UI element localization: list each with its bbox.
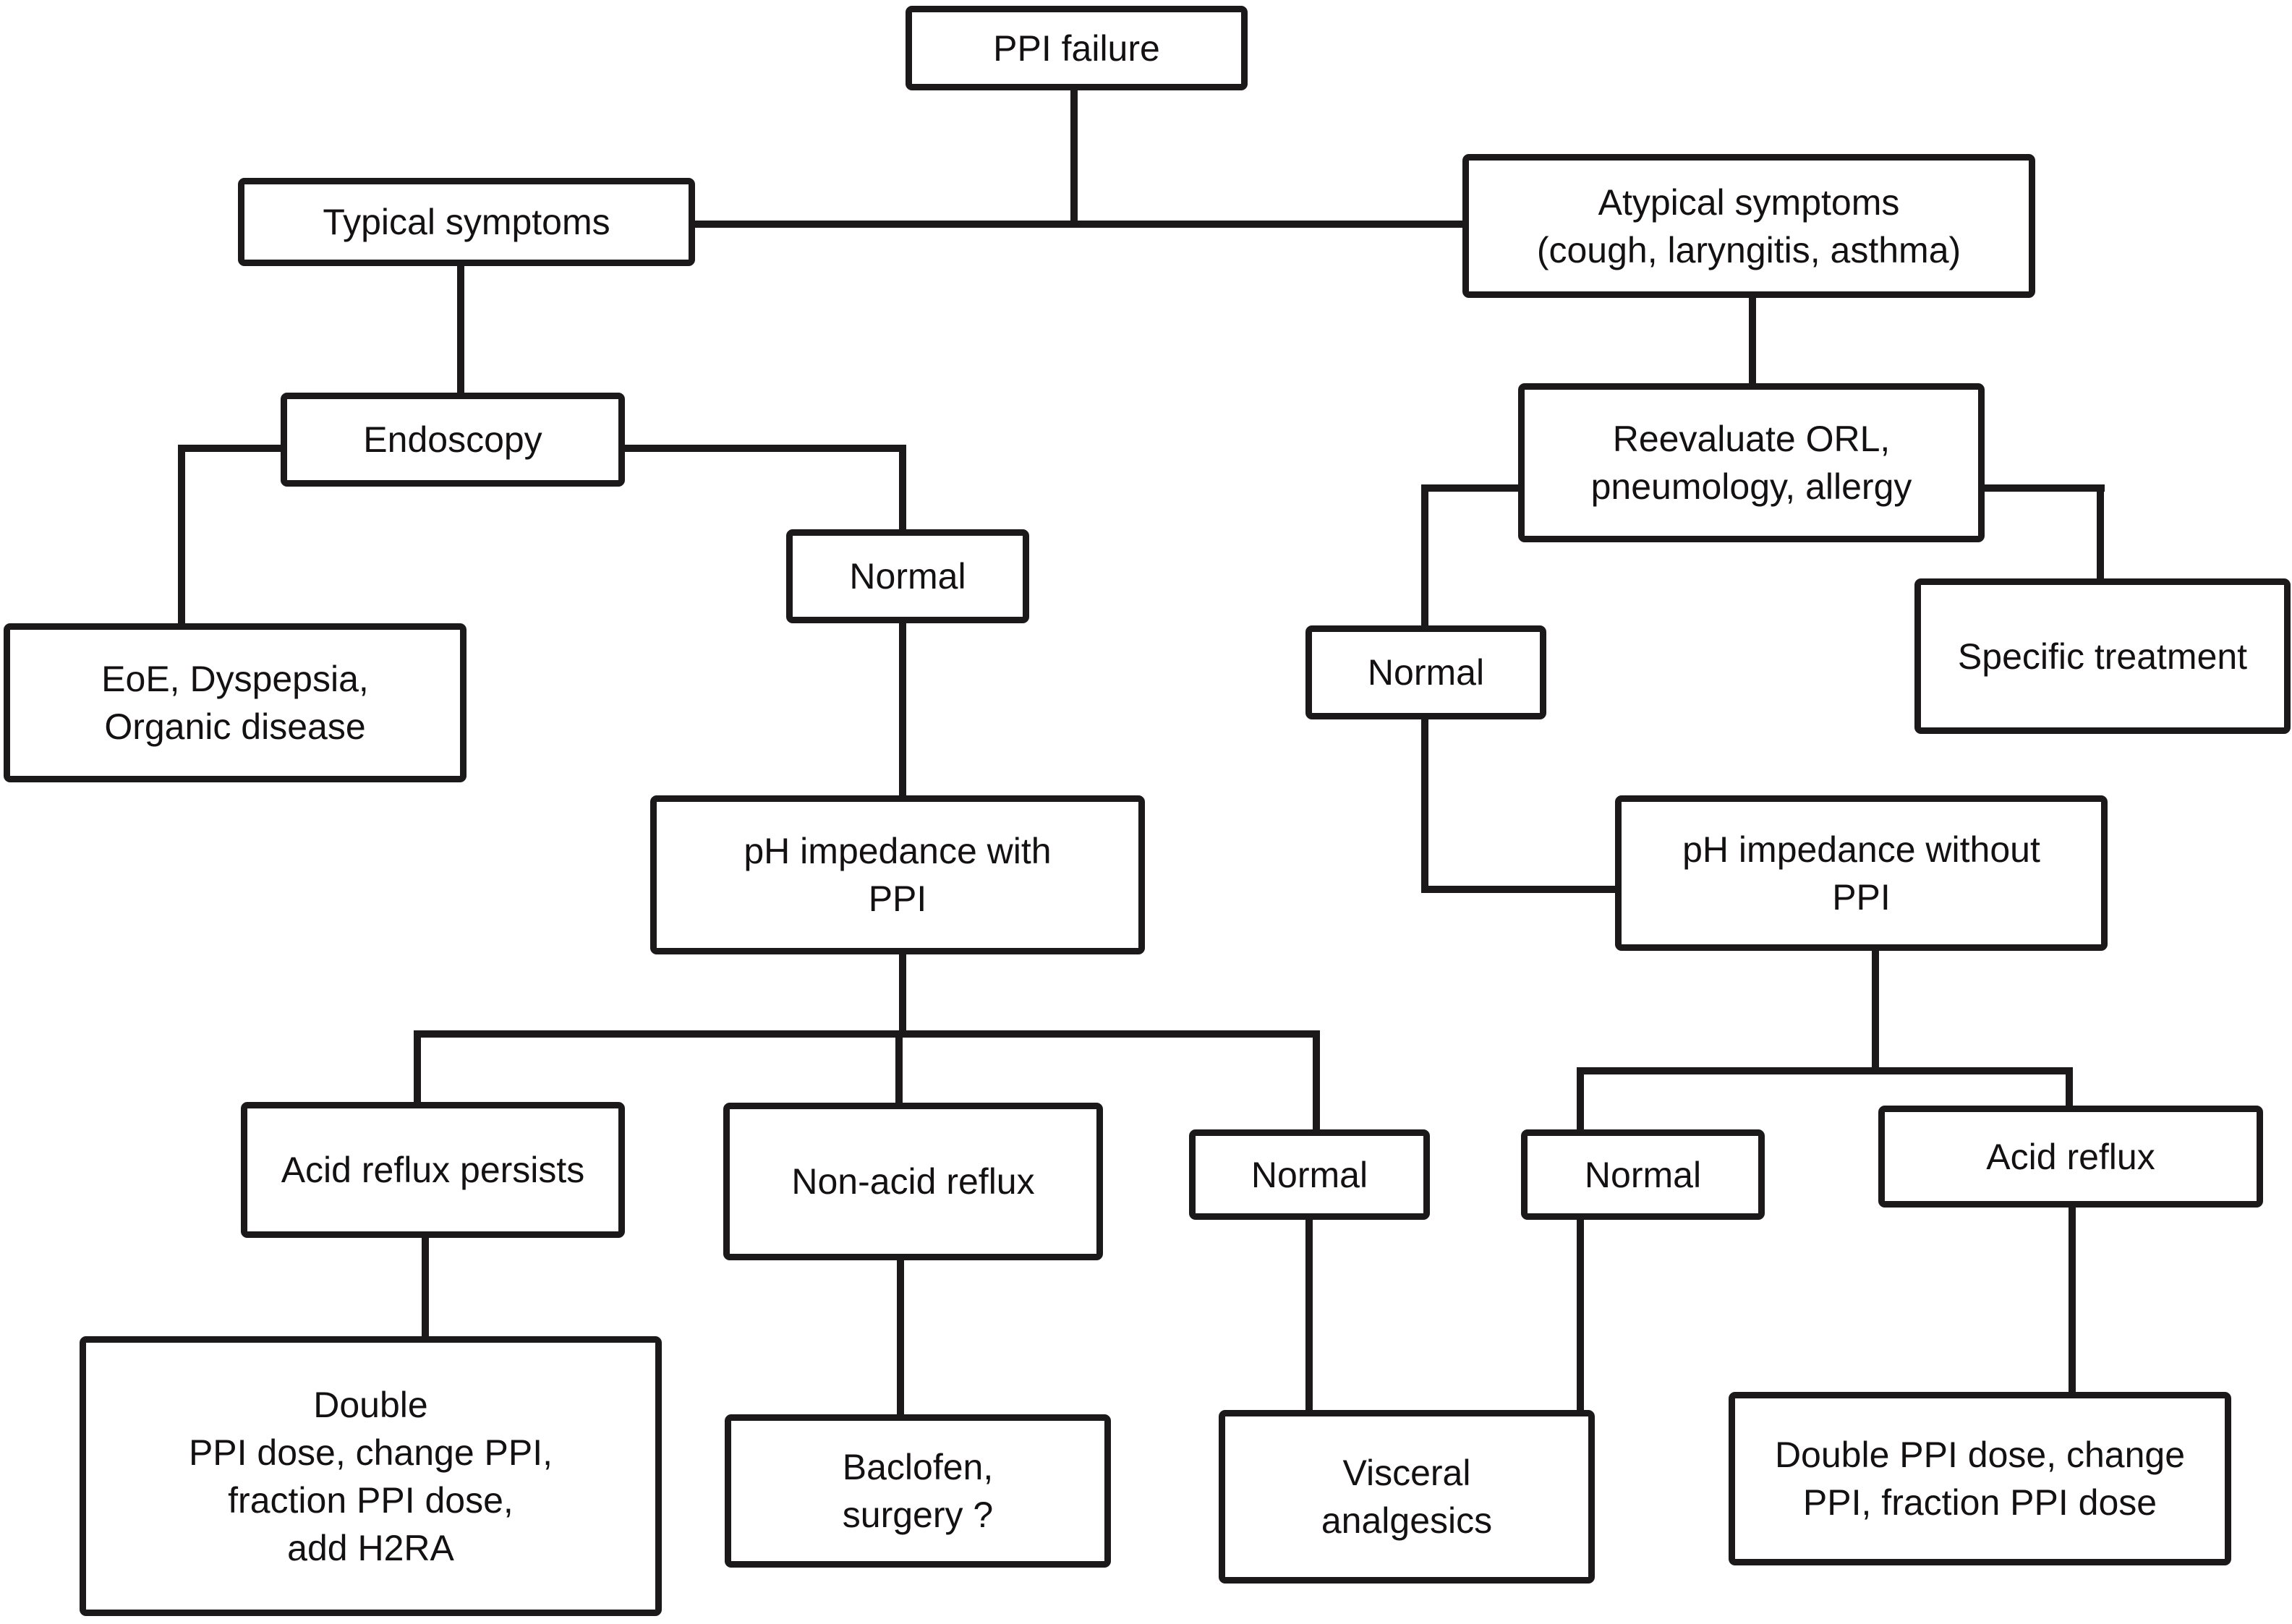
connector-drop-acidpersists bbox=[414, 1030, 421, 1106]
node-normal-reevaluation: Normal bbox=[1305, 625, 1546, 719]
connector-phwithout-children-h bbox=[1577, 1067, 2073, 1074]
node-endoscopy: Endoscopy bbox=[281, 393, 625, 487]
node-specific-treatment-label: Specific treatment bbox=[1957, 636, 2248, 677]
node-reevaluate-orl-label: Reevaluate ORL, pneumology, allergy bbox=[1590, 419, 1912, 507]
node-baclofen-surgery-label: Baclofen, surgery ? bbox=[842, 1447, 994, 1535]
node-endoscopy-label: Endoscopy bbox=[363, 419, 542, 460]
node-normal-without-ppi-label: Normal bbox=[1584, 1154, 1702, 1195]
connector-drop-normal-right bbox=[1577, 1067, 1584, 1132]
connector-normalL2-visceral bbox=[1305, 1216, 1313, 1413]
node-acid-reflux-persists: Acid reflux persists bbox=[241, 1102, 625, 1238]
node-normal-with-ppi: Normal bbox=[1189, 1129, 1430, 1220]
connector-drop-acidreflux bbox=[2066, 1067, 2073, 1108]
node-atypical-symptoms: Atypical symptoms (cough, laryngitis, as… bbox=[1462, 154, 2035, 298]
node-ph-impedance-without-ppi: pH impedance without PPI bbox=[1615, 795, 2108, 951]
node-double-ppi-fraction-label: Double PPI dose, change PPI, fraction PP… bbox=[1774, 1435, 2186, 1523]
node-acid-reflux: Acid reflux bbox=[1878, 1106, 2263, 1208]
node-acid-reflux-label: Acid reflux bbox=[1986, 1136, 2155, 1177]
node-acid-reflux-persists-label: Acid reflux persists bbox=[281, 1150, 585, 1190]
node-normal-reevaluation-label: Normal bbox=[1367, 652, 1485, 693]
node-double-ppi-fraction: Double PPI dose, change PPI, fraction PP… bbox=[1729, 1392, 2231, 1565]
node-normal-with-ppi-label: Normal bbox=[1251, 1154, 1368, 1195]
node-typical-symptoms: Typical symptoms bbox=[238, 178, 695, 266]
node-ppi-failure: PPI failure bbox=[906, 6, 1248, 90]
connector-typical-endoscopy bbox=[457, 262, 464, 396]
connector-endoscopy-right-h bbox=[622, 445, 906, 452]
node-double-ppi-h2ra: Double PPI dose, change PPI, fraction PP… bbox=[80, 1336, 662, 1616]
connector-reevaluate-right-h bbox=[1982, 484, 2105, 492]
node-double-ppi-h2ra-label: Double PPI dose, change PPI, fraction PP… bbox=[188, 1384, 553, 1568]
node-normal-without-ppi: Normal bbox=[1521, 1129, 1765, 1220]
connector-drop-normal-left bbox=[1313, 1030, 1320, 1133]
node-eoe-dyspepsia-label: EoE, Dyspepsia, Organic disease bbox=[101, 659, 369, 747]
connector-reevaluate-left-h bbox=[1421, 484, 1522, 492]
node-typical-symptoms-label: Typical symptoms bbox=[323, 202, 610, 242]
node-eoe-dyspepsia: EoE, Dyspepsia, Organic disease bbox=[4, 623, 467, 782]
node-reevaluate-orl: Reevaluate ORL, pneumology, allergy bbox=[1518, 383, 1985, 542]
connector-phwith-down bbox=[899, 952, 906, 1038]
node-visceral-analgesics-label: Visceral analgesics bbox=[1321, 1453, 1493, 1541]
connector-elbow-phwithout-h bbox=[1421, 886, 1618, 893]
connector-phwithout-down bbox=[1872, 947, 1879, 1074]
connector-endoscopy-eoe-v bbox=[178, 445, 185, 627]
connector-reevaluate-normal-v bbox=[1421, 484, 1428, 628]
node-atypical-symptoms-label: Atypical symptoms (cough, laryngitis, as… bbox=[1536, 181, 1961, 270]
connector-acidreflux-double bbox=[2069, 1203, 2076, 1395]
node-baclofen-surgery: Baclofen, surgery ? bbox=[725, 1414, 1111, 1568]
connector-phwith-children-h bbox=[414, 1030, 1320, 1038]
node-ph-impedance-with-ppi-label: pH impedance with PPI bbox=[744, 831, 1052, 919]
connector-endoscopy-left-h bbox=[178, 445, 283, 452]
node-normal-endoscopy-label: Normal bbox=[849, 556, 966, 597]
connector-normal-phwith-v bbox=[899, 620, 906, 799]
node-ph-impedance-with-ppi: pH impedance with PPI bbox=[650, 795, 1145, 954]
connector-acidpersists-double bbox=[422, 1235, 429, 1340]
connector-ppifailure-down bbox=[1070, 87, 1078, 228]
connector-drop-nonacid bbox=[895, 1030, 903, 1106]
node-ppi-failure-label: PPI failure bbox=[993, 27, 1160, 69]
node-non-acid-reflux-label: Non-acid reflux bbox=[791, 1161, 1035, 1202]
connector-normalR2-visceral bbox=[1577, 1216, 1584, 1413]
node-non-acid-reflux: Non-acid reflux bbox=[723, 1103, 1103, 1260]
connector-endoscopy-normal-v bbox=[899, 445, 906, 533]
node-ph-impedance-without-ppi-label: pH impedance without PPI bbox=[1682, 829, 2040, 918]
node-normal-endoscopy: Normal bbox=[786, 529, 1029, 623]
connector-top-horizontal bbox=[691, 221, 1468, 228]
connector-normalR1-down bbox=[1421, 716, 1428, 893]
node-specific-treatment: Specific treatment bbox=[1914, 578, 2291, 734]
connector-nonacid-baclofen bbox=[897, 1257, 904, 1417]
connector-atypical-reevaluate bbox=[1749, 295, 1756, 386]
node-visceral-analgesics: Visceral analgesics bbox=[1219, 1410, 1595, 1584]
connector-specific-v bbox=[2097, 484, 2104, 581]
